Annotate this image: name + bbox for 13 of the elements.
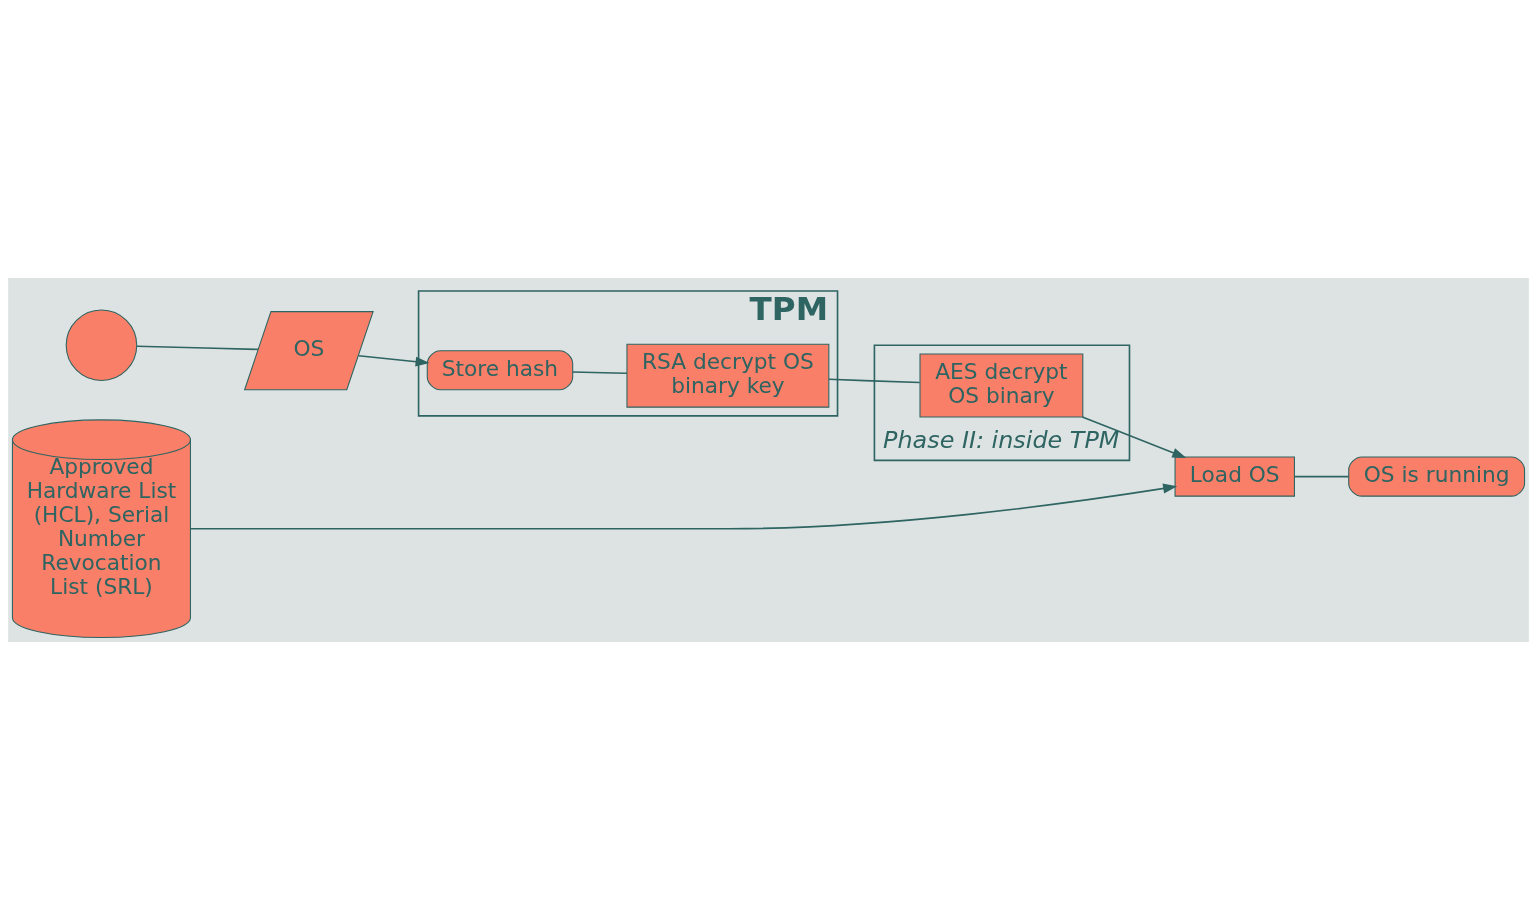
connector [572,371,628,375]
connector [828,378,921,384]
connector [136,345,259,351]
arrow [357,354,430,367]
arrow [189,483,1178,530]
node-box: RSA decrypt OS binary key [626,343,830,408]
connector [1293,475,1350,478]
arrow [1081,416,1187,458]
node-circle [65,309,138,382]
node-box: Load OS [1174,456,1295,497]
node-box: AES decrypt OS binary [919,353,1084,418]
node-box: OS is running [1348,456,1526,497]
node-box: Store hash [426,350,574,391]
